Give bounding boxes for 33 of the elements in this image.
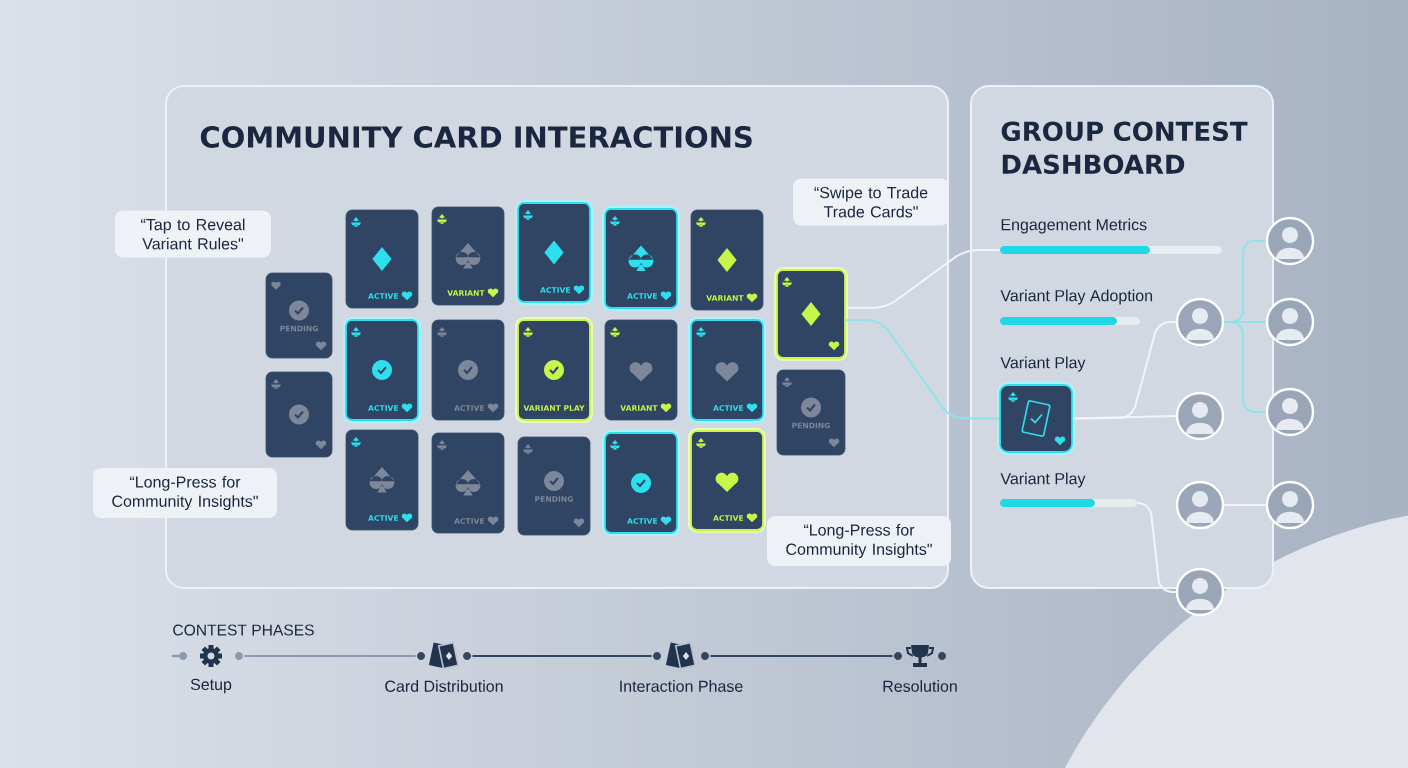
callout-box: “Long-Press for Community Insights" — [767, 515, 951, 567]
connector — [709, 655, 894, 657]
step-label: Resolution — [883, 680, 957, 692]
avatar — [1175, 297, 1225, 347]
connector — [844, 249, 1001, 309]
connector — [1071, 415, 1177, 420]
metric-label: Variant Play — [1000, 472, 1086, 488]
avatar — [1265, 216, 1315, 266]
card — [265, 371, 333, 458]
callout-box: “Tap to Reveal Variant Rules" — [115, 210, 271, 258]
avatar — [1265, 387, 1315, 437]
card — [774, 267, 848, 361]
connector — [243, 655, 417, 657]
avatar — [1265, 480, 1315, 530]
step-label: Interaction Phase — [620, 680, 743, 692]
callout-box: “Long-Press for Community Insights" — [93, 467, 277, 519]
metric-label: Variant Play — [1000, 356, 1086, 372]
metric-label: Engagement Metrics — [1001, 218, 1147, 234]
metric-label: Variant Play Adoption — [1000, 289, 1153, 305]
avatar — [1175, 567, 1225, 617]
callout-box: “Swipe to Trade Trade Cards" — [793, 178, 949, 226]
connector — [1223, 321, 1267, 413]
connector — [844, 319, 1001, 420]
connector — [1136, 502, 1177, 593]
connector — [1223, 504, 1267, 506]
connector — [471, 655, 653, 657]
step-label: Setup — [190, 678, 232, 694]
panel-title: COMMUNITY CARD INTERACTIONS — [200, 126, 752, 148]
avatar — [1175, 480, 1225, 530]
avatar — [1265, 297, 1315, 347]
step-label: Card Distribution — [385, 680, 503, 692]
avatar — [1175, 391, 1225, 441]
panel-title: GROUP CONTEST DASHBOARD — [1001, 121, 1248, 175]
